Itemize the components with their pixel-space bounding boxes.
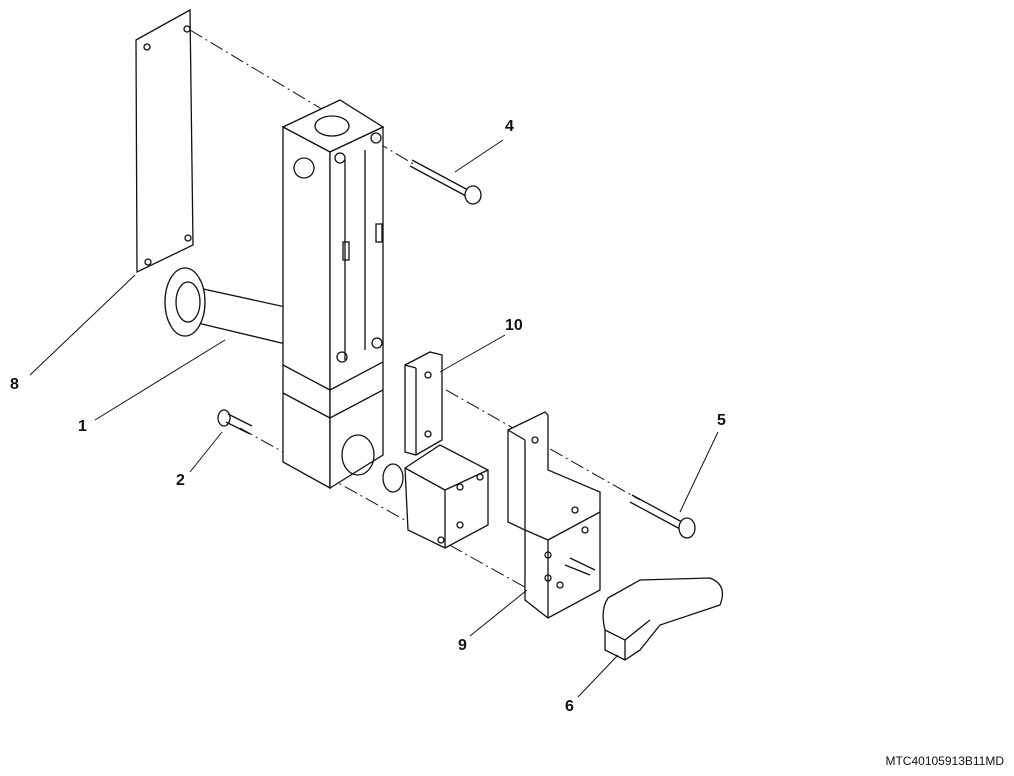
callout-2: 2 (176, 472, 185, 489)
callout-4: 4 (505, 118, 514, 135)
part-5-screw (629, 494, 696, 539)
part-6-handle (602, 577, 724, 661)
part-1-switch-body (281, 99, 385, 490)
callout-5: 5 (717, 412, 726, 429)
part-8-mounting-plate (135, 8, 194, 274)
part-4-screw (409, 159, 482, 205)
part-9-bracket (507, 411, 601, 619)
callout-9: 9 (458, 637, 467, 654)
drawing-code: MTC40105913B11MD (885, 754, 1004, 768)
leader-lines (29, 139, 719, 698)
part-1-shaft (164, 267, 291, 346)
callout-8: 8 (10, 376, 19, 393)
callout-10: 10 (505, 317, 523, 334)
part-10-spacer (404, 351, 443, 456)
callout-1: 1 (78, 418, 87, 435)
part-2-screw (217, 409, 253, 435)
actuator-block (382, 444, 489, 549)
callout-6: 6 (565, 698, 574, 715)
